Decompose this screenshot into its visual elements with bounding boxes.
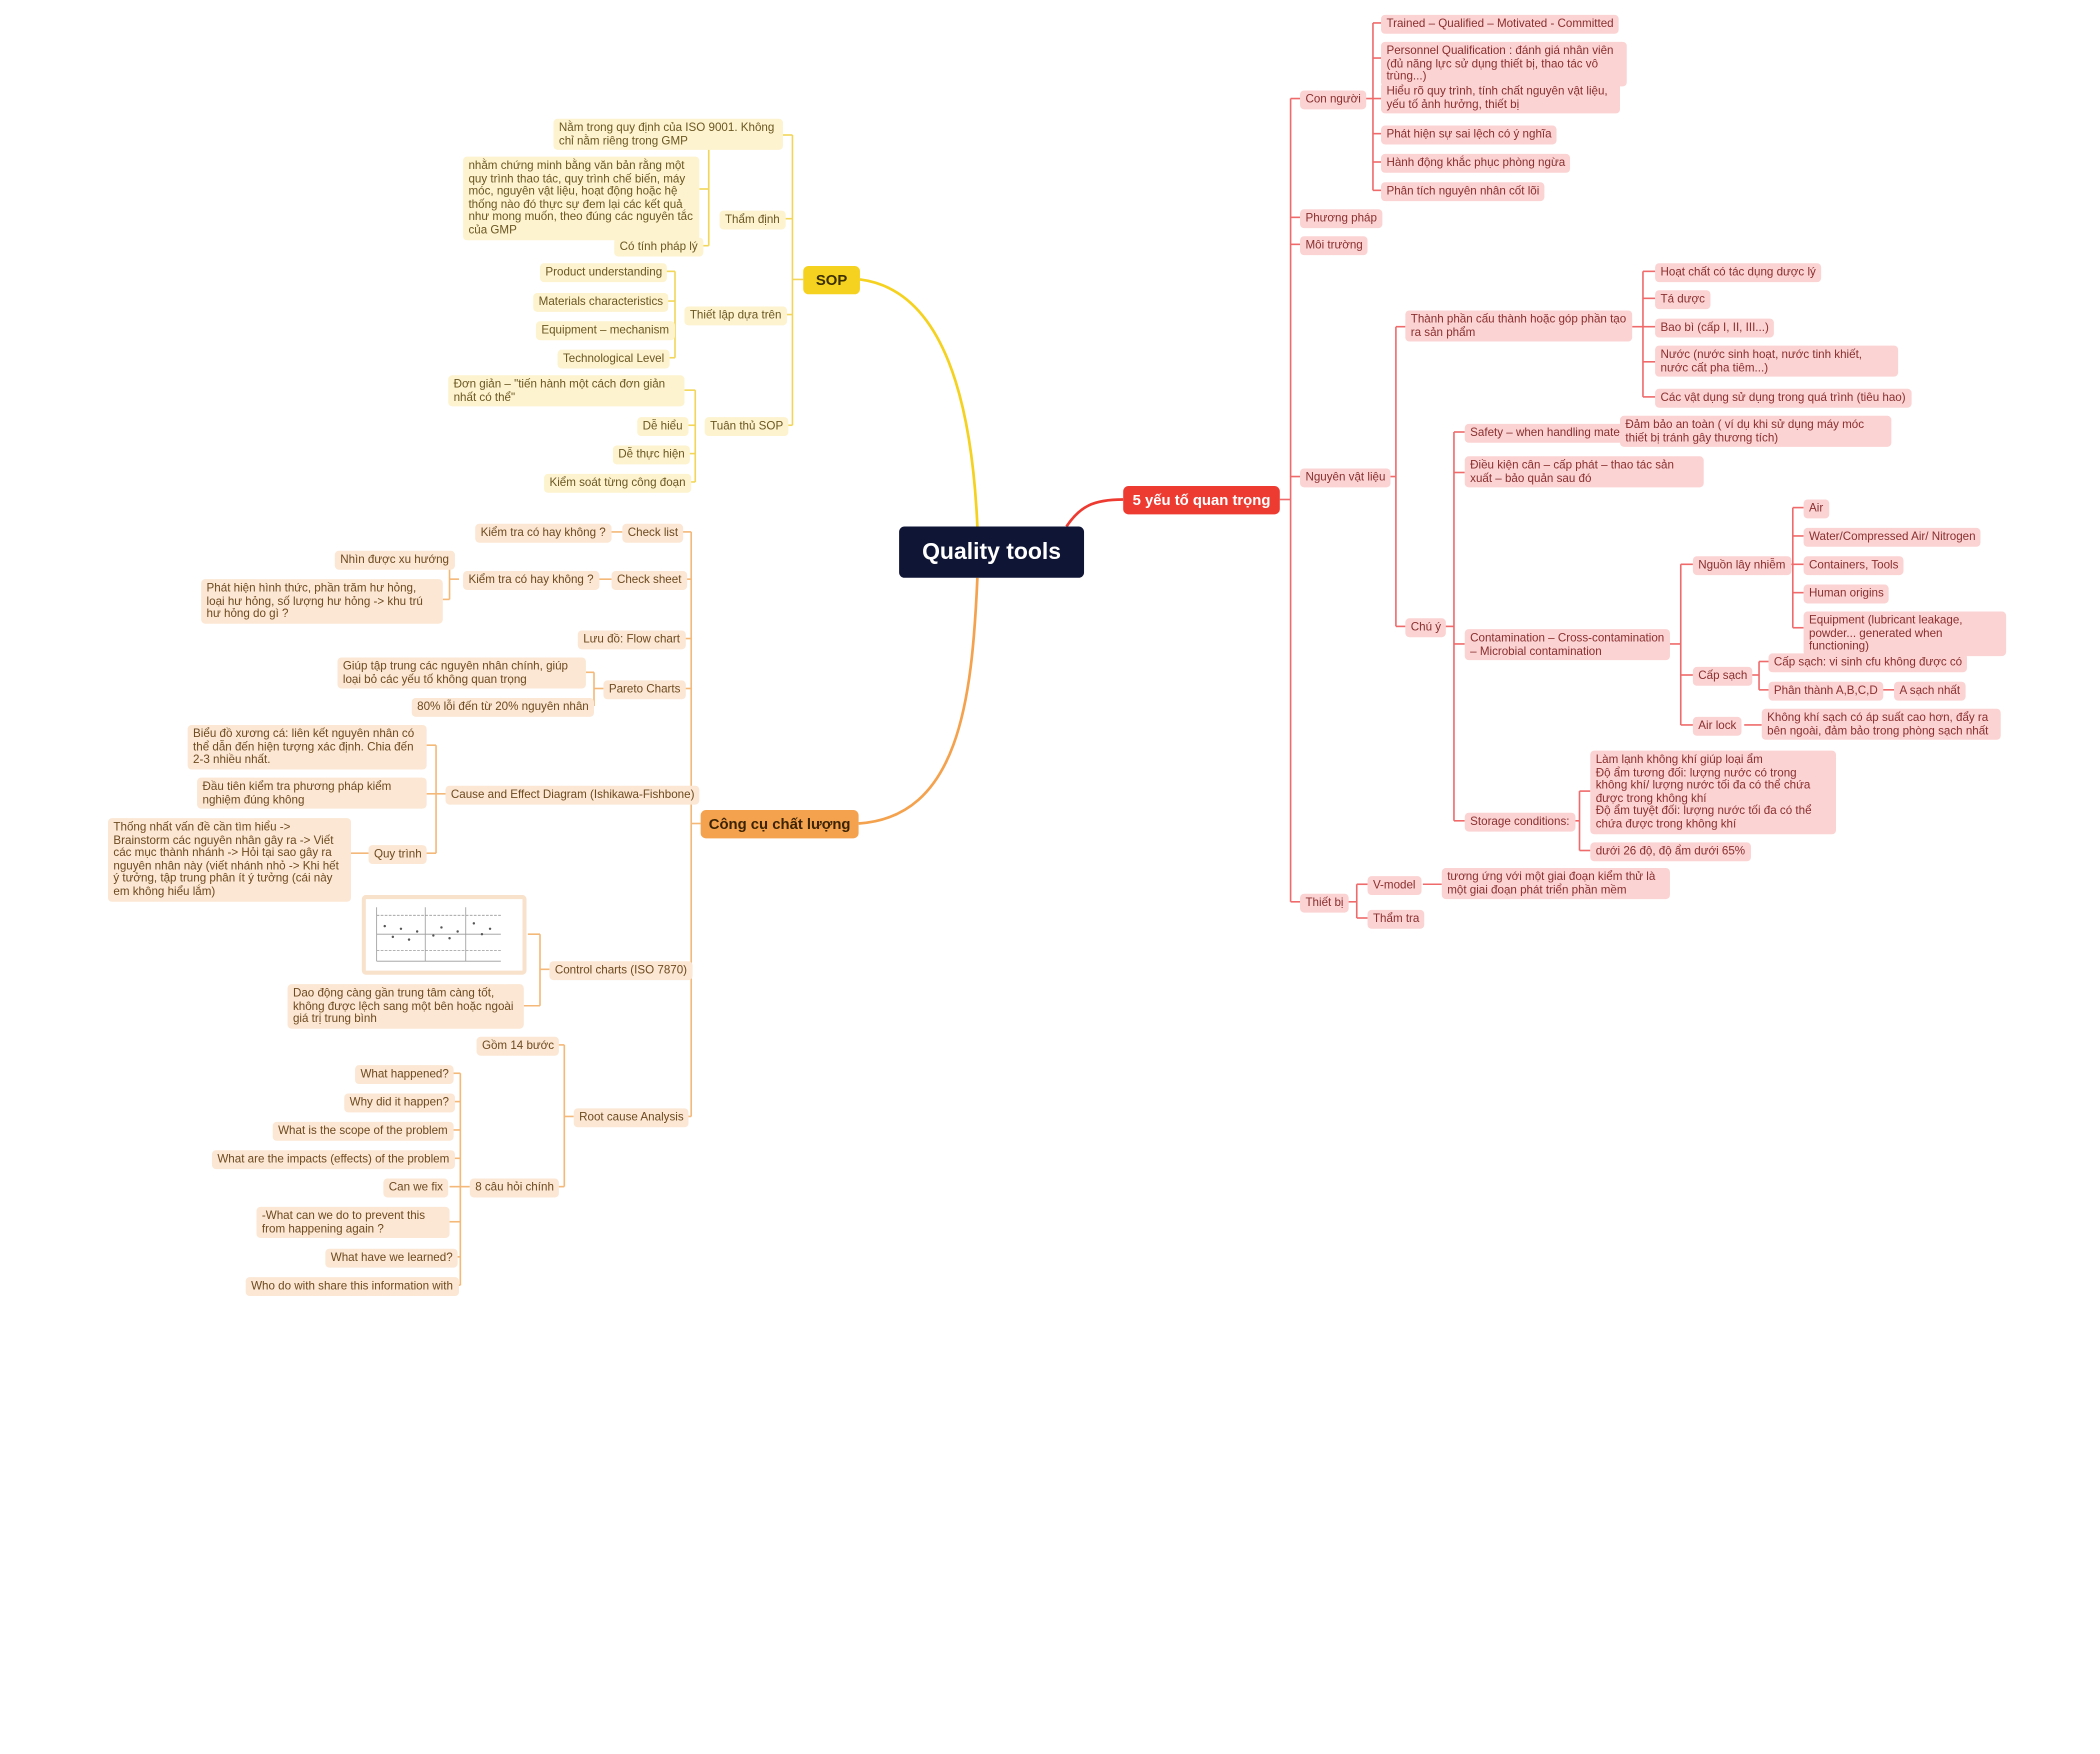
contam-nguon-lay[interactable]: Nguồn lây nhiễm (1692, 556, 1791, 575)
tools-root-cause[interactable]: Root cause Analysis (573, 1108, 690, 1127)
topic-quality-tools[interactable]: Công cụ chất lượng (700, 810, 859, 839)
nguon-containers[interactable]: Containers, Tools (1803, 556, 1904, 575)
tools-pareto-focus[interactable]: Giúp tập trung các nguyên nhân chính, gi… (337, 657, 586, 689)
rca-question-8[interactable]: Who do with share this information with (245, 1277, 459, 1296)
tools-check-sheet[interactable]: Check sheet (611, 571, 687, 590)
contam-cap-sach[interactable]: Cấp sạch (1692, 666, 1753, 686)
cap-sach-abcd[interactable]: Phân thành A,B,C,D (1768, 681, 1884, 701)
con-nguoi-capa[interactable]: Hành động khắc phục phòng ngừa (1381, 153, 1571, 173)
con-nguoi-rca[interactable]: Phân tích nguyên nhân cốt lõi (1381, 182, 1545, 201)
thiet-bi-v-model[interactable]: V-model (1367, 876, 1421, 895)
tools-control-charts[interactable]: Control charts (ISO 7870) (549, 961, 693, 980)
chu-y-storage[interactable]: Storage conditions: (1464, 812, 1575, 832)
sop-thiet-lap[interactable]: Thiết lập dựa trên (684, 306, 787, 325)
sop-control-steps[interactable]: Kiểm soát từng công đoạn (544, 473, 691, 493)
thanh-phan-bao-bi[interactable]: Bao bì (cấp I, II, III...) (1655, 318, 1775, 337)
storage-temp[interactable]: dưới 26 độ, độ ẩm dưới 65% (1590, 842, 1751, 861)
factor-thiet-bi[interactable]: Thiết bị (1300, 893, 1349, 913)
chu-y-dieu-kien[interactable]: Điều kiện cân – cấp phát – thao tác sản … (1464, 456, 1704, 488)
rca-question-3[interactable]: What is the scope of the problem (272, 1121, 454, 1141)
thiet-bi-tham-tra[interactable]: Thẩm tra (1367, 909, 1425, 929)
rca-question-5[interactable]: Can we fix (383, 1178, 449, 1197)
tools-pareto[interactable]: Pareto Charts (603, 680, 686, 699)
tools-fishbone-desc[interactable]: Biểu đồ xương cá: liên kết nguyên nhân c… (187, 724, 427, 770)
storage-humidity[interactable]: Làm lạnh không khí giúp loại ẩm Độ ẩm tư… (1590, 750, 1836, 834)
rca-question-6[interactable]: -What can we do to prevent this from hap… (256, 1206, 450, 1239)
thanh-phan-nuoc[interactable]: Nước (nước sinh hoạt, nước tinh khiết, n… (1655, 345, 1899, 377)
air-lock-note[interactable]: Không khí sạch có áp suất cao hơn, đẩy r… (1761, 708, 2001, 741)
connector-lines (351, 22, 1895, 1287)
root-topic[interactable]: Quality tools (899, 526, 1085, 578)
con-nguoi-trained[interactable]: Trained – Qualified – Motivated - Commit… (1381, 14, 1620, 34)
sop-product-understanding[interactable]: Product understanding (540, 263, 668, 282)
tools-check-sheet-question[interactable]: Kiểm tra có hay không ? (463, 571, 599, 590)
tools-rca-8-questions[interactable]: 8 câu hỏi chính (469, 1178, 560, 1197)
tools-check-sheet-trend[interactable]: Nhìn được xu hướng (334, 550, 455, 570)
tools-pareto-8020[interactable]: 80% lỗi đến từ 20% nguyên nhân (411, 697, 595, 717)
tools-check-sheet-detect[interactable]: Phát hiện hình thức, phần trăm hư hỏng, … (201, 579, 443, 624)
thanh-phan-ta-duoc[interactable]: Tá dược (1655, 290, 1711, 309)
sop-materials-characteristics[interactable]: Materials characteristics (533, 292, 669, 312)
nguon-water[interactable]: Water/Compressed Air/ Nitrogen (1803, 527, 1981, 547)
cap-sach-cfu[interactable]: Cấp sạch: vi sinh cfu không được có (1768, 653, 1968, 672)
nguon-human[interactable]: Human origins (1803, 584, 1890, 603)
factor-phuong-phap[interactable]: Phương pháp (1300, 209, 1383, 228)
rca-question-4[interactable]: What are the impacts (effects) of the pr… (211, 1150, 455, 1169)
cap-sach-a-cleanest[interactable]: A sạch nhất (1894, 681, 1966, 701)
tools-rca-14-steps[interactable]: Gồm 14 bước (476, 1036, 560, 1056)
topic-five-factors[interactable]: 5 yếu tố quan trọng (1123, 486, 1280, 515)
tools-flow-chart[interactable]: Lưu đồ: Flow chart (577, 630, 686, 649)
thanh-phan-hoat-chat[interactable]: Hoạt chất có tác dụng dược lý (1655, 263, 1822, 282)
tools-fishbone-first[interactable]: Đầu tiên kiểm tra phương pháp kiểm nghiệ… (197, 777, 427, 809)
control-chart-image (361, 895, 527, 975)
sop-validation-definition[interactable]: nhằm chứng minh bằng văn bản rằng một qu… (463, 156, 700, 240)
factor-con-nguoi[interactable]: Con người (1300, 90, 1367, 109)
sop-legal-note[interactable]: Có tính pháp lý (614, 237, 704, 256)
factor-moi-truong[interactable]: Môi trường (1300, 236, 1369, 255)
tools-fishbone-process[interactable]: Thống nhất vấn đề cần tìm hiểu -> Brains… (108, 818, 351, 902)
chu-y-safety-note[interactable]: Đảm bảo an toàn ( ví dụ khi sử dụng máy … (1620, 415, 1892, 448)
con-nguoi-qualification[interactable]: Personnel Qualification : đánh giá nhân … (1381, 41, 1627, 87)
contam-air-lock[interactable]: Air lock (1692, 716, 1742, 736)
tools-control-note[interactable]: Dao động càng gần trung tâm càng tốt, kh… (287, 984, 524, 1029)
nguon-air[interactable]: Air (1803, 499, 1829, 518)
tools-check-list-question[interactable]: Kiểm tra có hay không ? (475, 523, 612, 543)
sop-iso-note[interactable]: Nằm trong quy định của ISO 9001. Không c… (553, 118, 783, 151)
sop-technological-level[interactable]: Technological Level (557, 349, 670, 369)
topic-sop[interactable]: SOP (803, 265, 860, 295)
tools-cause-effect[interactable]: Cause and Effect Diagram (Ishikawa-Fishb… (445, 785, 700, 805)
tools-check-list[interactable]: Check list (622, 523, 684, 543)
nvl-chu-y[interactable]: Chú ý (1405, 618, 1447, 637)
con-nguoi-detect[interactable]: Phát hiện sự sai lệch có ý nghĩa (1381, 125, 1557, 144)
tools-quy-trinh[interactable]: Quy trình (368, 845, 428, 864)
sop-tham-dinh[interactable]: Thẩm định (719, 210, 786, 229)
sop-simple[interactable]: Đơn giản – "tiến hành một cách đơn giản … (448, 375, 685, 407)
control-chart-thumbnail (376, 907, 501, 962)
chu-y-safety[interactable]: Safety – when handling materials (1464, 423, 1647, 443)
nguon-equipment[interactable]: Equipment (lubricant leakage, powder... … (1803, 611, 2007, 656)
nvl-thanh-phan[interactable]: Thành phần cấu thành hoặc góp phần tạo r… (1405, 310, 1633, 342)
rca-question-7[interactable]: What have we learned? (325, 1248, 459, 1268)
con-nguoi-understanding[interactable]: Hiểu rõ quy trình, tính chất nguyên vật … (1381, 82, 1620, 114)
sop-equipment-mechanism[interactable]: Equipment – mechanism (535, 321, 675, 340)
sop-easy-do[interactable]: Dễ thực hiện (612, 445, 691, 464)
rca-question-1[interactable]: What happened? (355, 1065, 455, 1084)
factor-nguyen-vat-lieu[interactable]: Nguyên vật liệu (1300, 468, 1391, 487)
thanh-phan-vat-dung[interactable]: Các vật dụng sử dụng trong quá trình (ti… (1655, 388, 1912, 408)
rca-question-2[interactable]: Why did it happen? (344, 1093, 455, 1112)
sop-easy-understand[interactable]: Dễ hiểu (637, 417, 688, 436)
chu-y-contamination[interactable]: Contamination – Cross-contamination – Mi… (1464, 629, 1670, 661)
v-model-note[interactable]: tương ứng với một giai đoạn kiểm thử là … (1441, 868, 1670, 900)
sop-tuan-thu[interactable]: Tuân thủ SOP (704, 417, 789, 436)
